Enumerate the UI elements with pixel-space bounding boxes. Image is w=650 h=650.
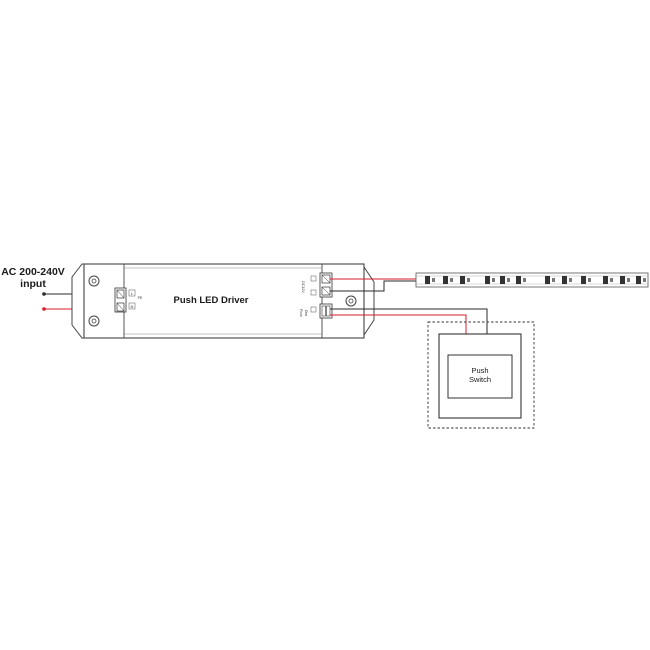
led-chip [516,276,526,284]
screw-hole-bottom-left [88,315,100,327]
led-strip [415,272,649,288]
ac-input-label: AC 200-240V [1,266,65,278]
led-chip [636,276,646,284]
led-chip [425,276,435,284]
led-driver: L N PE Push LED Driver DC12V Push Dim [71,263,375,339]
input-wire-red-end [42,307,46,311]
switch-label-1: Push [471,366,488,375]
led-strip-body [415,272,649,288]
led-chip [603,276,613,284]
led-chip [562,276,572,284]
svg-text:N: N [131,304,134,309]
output-terminal-block [319,272,333,298]
push-wire-black [330,308,488,334]
push-terminal-label-1: Push [299,309,303,317]
driver-casing [83,263,365,339]
switch-label-2: Switch [469,375,491,384]
output-polarity-marks [310,275,317,296]
driver-title: Push LED Driver [174,295,249,306]
led-chip [581,276,591,284]
led-chip [620,276,630,284]
led-chip [460,276,470,284]
svg-text:PE: PE [138,296,143,300]
screw-hole-top-left [88,275,100,287]
push-wires [330,308,488,334]
push-wire-red [330,314,467,334]
led-chip [500,276,510,284]
output-wires [330,278,416,292]
push-terminal-label-2: Dim [304,310,308,316]
push-terminal-block [319,303,333,319]
led-chip [485,276,495,284]
switch-button [447,354,513,399]
input-terminal-labels: L N PE [128,289,143,310]
switch-mounting-box [427,321,535,429]
ac-input-label-2: input [20,278,46,290]
led-chip [545,276,555,284]
svg-text:L: L [131,291,134,296]
push-switch: Push Switch [427,321,535,429]
output-terminal-label: DC12V [301,281,305,293]
output-wire-black [330,280,416,292]
push-terminal-marks [310,306,317,313]
input-wire-black-end [42,292,46,296]
screw-hole-right [345,295,357,307]
input-terminal-block [114,287,127,313]
led-chip [443,276,453,284]
